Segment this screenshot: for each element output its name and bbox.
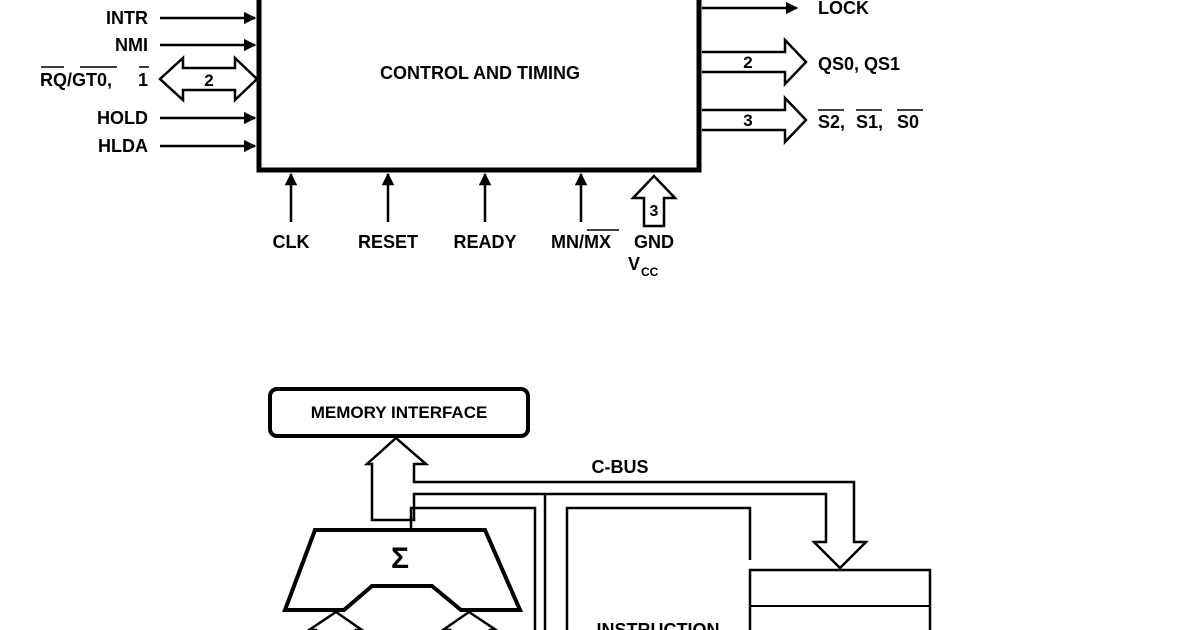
memory-interface-label: MEMORY INTERFACE [311, 403, 488, 422]
power-bus-arrow [630, 174, 678, 228]
internal-bus-line-1 [409, 506, 537, 630]
rq-gt1-suffix: 1 [138, 70, 148, 90]
memory-interface-box [268, 387, 530, 438]
vcc-subscript: CC [641, 265, 659, 279]
rq-gt0-label: RQ/GT0, [40, 70, 112, 90]
control-timing-section: CONTROL AND TIMING INTR NMI 2 RQ/GT0, 1 … [40, 0, 923, 279]
mn-mx-label: MN/MX [551, 232, 611, 252]
adder-symbol: Σ [391, 542, 409, 575]
instruction-box [565, 506, 752, 630]
vcc-label: V [628, 254, 640, 274]
adder-right-input-arrow [440, 610, 499, 630]
rq-gt-bus-arrow [158, 55, 259, 103]
gnd-label: GND [634, 232, 674, 252]
queue-register [748, 568, 932, 630]
s-bus-width: 3 [743, 111, 752, 130]
c-bus-label: C-BUS [592, 457, 649, 477]
qs-bus-width: 2 [743, 53, 752, 72]
reset-label: RESET [358, 232, 418, 252]
power-bus-width: 3 [650, 203, 659, 220]
adder-left-input-arrow [306, 610, 365, 630]
nmi-label: NMI [115, 35, 148, 55]
ready-label: READY [453, 232, 516, 252]
qs-label: QS0, QS1 [818, 54, 900, 74]
bus-interface-section: MEMORY INTERFACE C-BUS Σ INSTRUCTION [268, 387, 932, 630]
hold-label: HOLD [97, 108, 148, 128]
s0-label: S0 [897, 112, 919, 132]
control-timing-title: CONTROL AND TIMING [380, 63, 580, 83]
s1-label: S1, [856, 112, 883, 132]
qs-bus-arrow [702, 36, 808, 88]
control-timing-box [256, 0, 702, 173]
memory-bus-arrow [363, 436, 870, 570]
intr-label: INTR [106, 8, 148, 28]
lock-label: LOCK [818, 0, 869, 18]
hlda-label: HLDA [98, 136, 148, 156]
instruction-label: INSTRUCTION [597, 620, 720, 630]
clk-label: CLK [273, 232, 310, 252]
rq-gt-bus-width: 2 [204, 71, 213, 90]
s2-label: S2, [818, 112, 845, 132]
adder-shape [282, 528, 524, 612]
s-bus-arrow [702, 94, 808, 146]
